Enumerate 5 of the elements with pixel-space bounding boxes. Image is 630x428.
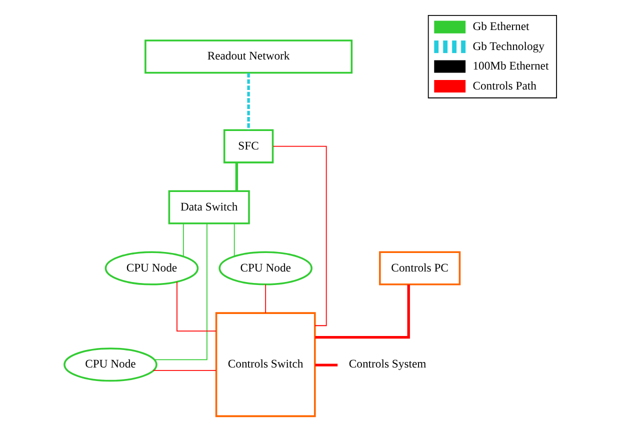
node-text: Controls System bbox=[348, 358, 426, 371]
legend-label: Controls Path bbox=[472, 79, 536, 92]
legend-label: Gb Technology bbox=[472, 40, 544, 53]
legend-label: Gb Ethernet bbox=[472, 20, 529, 34]
legend-label: 100Mb Ethernet bbox=[472, 60, 548, 73]
